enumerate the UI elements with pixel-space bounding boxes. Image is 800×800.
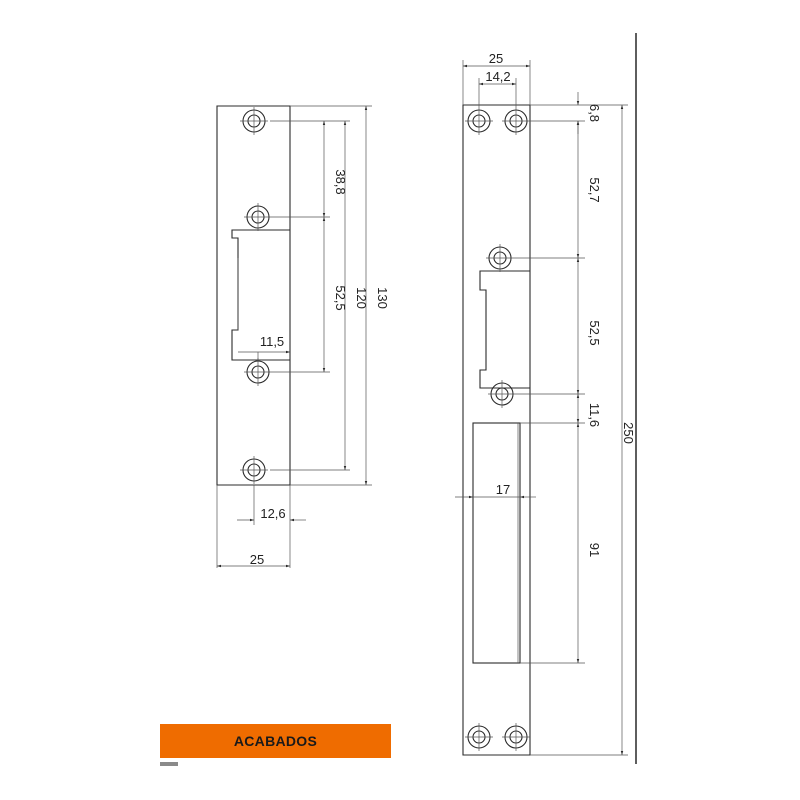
left-plate-outline bbox=[216, 105, 291, 486]
left-hole-2 bbox=[244, 203, 272, 231]
dim-left-slot-offset: 11,5 bbox=[260, 334, 284, 349]
right-strike-plate: 25 14,2 6,8 52,7 52,5 11,6 91 250 17 bbox=[455, 51, 636, 756]
left-hole-1 bbox=[240, 107, 268, 135]
dim-left-height-inner: 120 bbox=[354, 287, 369, 309]
dim-right-slot-height: 91 bbox=[587, 543, 602, 557]
finishes-banner-label: ACABADOS bbox=[233, 733, 318, 749]
dim-right-hole-spacing: 14,2 bbox=[485, 69, 510, 84]
dim-right-gap-to-slot: 11,6 bbox=[587, 403, 602, 427]
dim-right-slot-width: 17 bbox=[496, 482, 510, 497]
right-hole-1 bbox=[465, 107, 493, 135]
left-hole-4 bbox=[240, 456, 268, 484]
dim-right-top-offset: 6,8 bbox=[587, 104, 602, 122]
dim-left-spacing-top: 38,8 bbox=[333, 169, 348, 194]
right-hole-2 bbox=[502, 107, 530, 135]
right-plate-window bbox=[472, 422, 521, 664]
right-hole-4 bbox=[488, 380, 516, 408]
dim-right-spacing-lower: 52,5 bbox=[587, 320, 602, 345]
right-plate-slot bbox=[479, 270, 530, 389]
right-hole-5 bbox=[465, 723, 493, 751]
dim-right-height-total: 250 bbox=[621, 422, 636, 444]
finishes-banner: ACABADOS bbox=[160, 724, 391, 758]
right-hole-6 bbox=[502, 723, 530, 751]
right-hole-3 bbox=[486, 244, 514, 272]
banner-underline-mark bbox=[160, 762, 178, 766]
dim-left-spacing-mid: 52,5 bbox=[333, 285, 348, 310]
dim-left-hole-offset: 12,6 bbox=[260, 506, 285, 521]
dim-left-width: 25 bbox=[250, 552, 264, 567]
dim-left-height-total: 130 bbox=[375, 287, 390, 309]
left-strike-plate: 38,8 52,5 120 130 11,5 12,6 25 bbox=[216, 105, 390, 568]
dim-right-width: 25 bbox=[489, 51, 503, 66]
left-hole-3 bbox=[244, 358, 272, 386]
dim-right-spacing-upper: 52,7 bbox=[587, 177, 602, 202]
